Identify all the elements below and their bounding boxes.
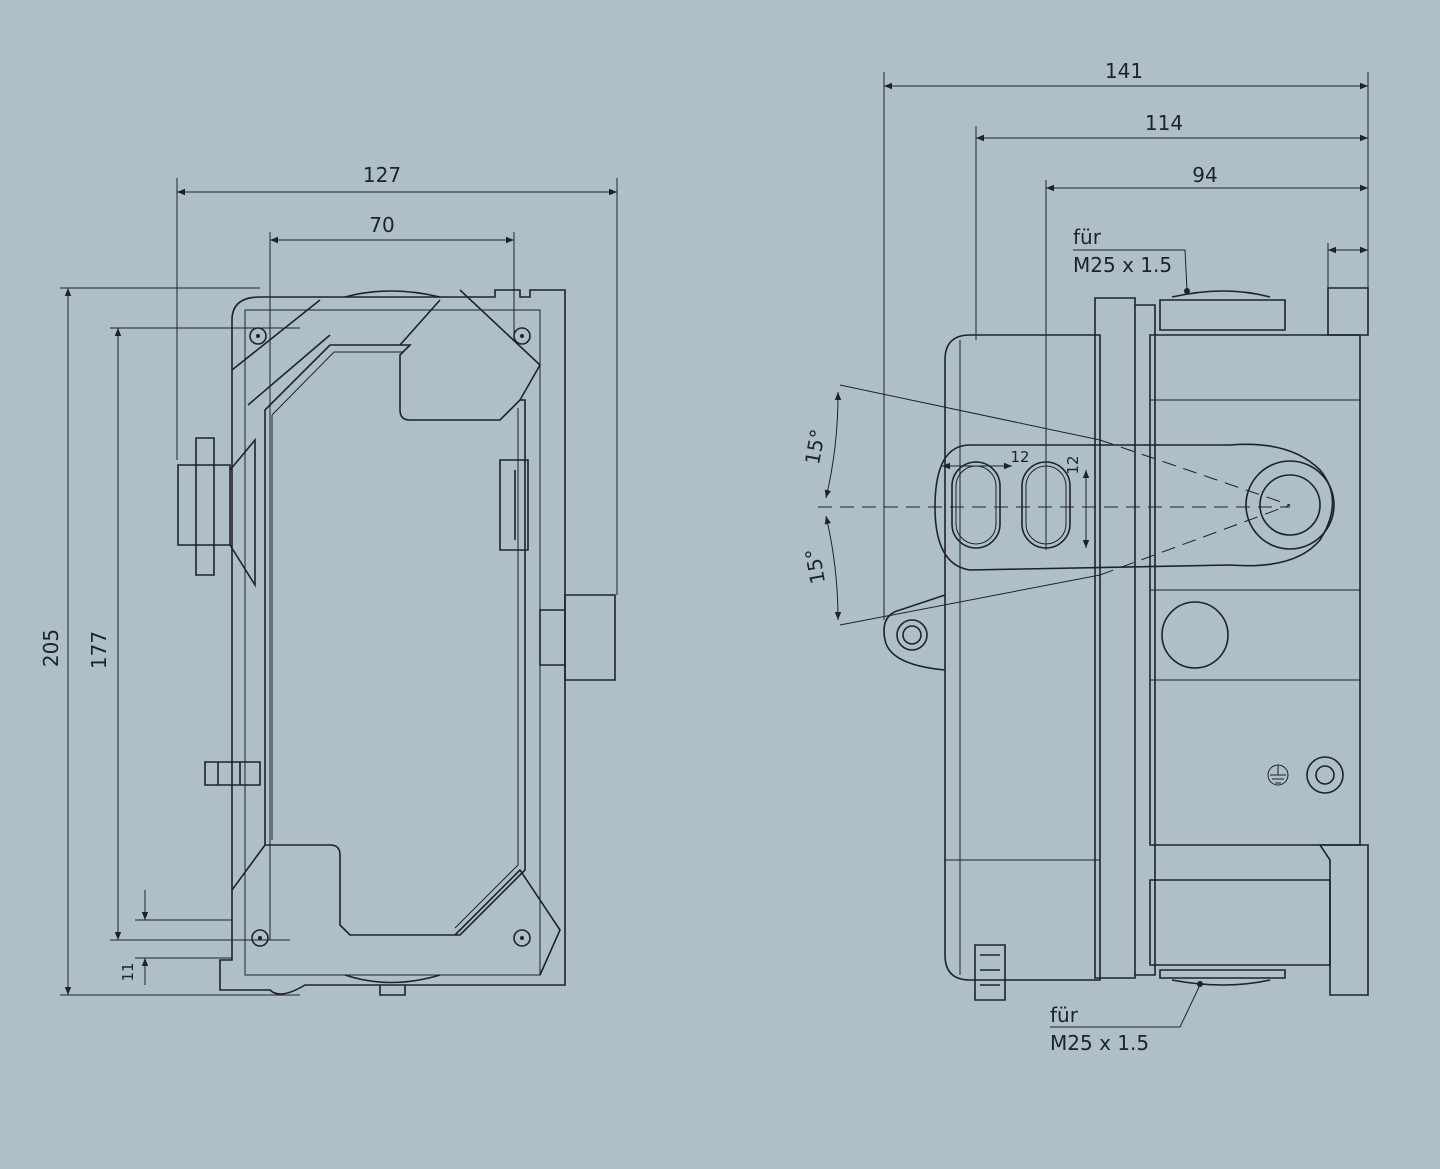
angle-down: 15° [800, 547, 830, 586]
dim-205: 205 [39, 629, 63, 667]
housing-outline [219, 289, 566, 995]
dim-114: 114 [1145, 111, 1183, 135]
knockout [1161, 601, 1229, 669]
front-view: 127 70 205 177 11 [39, 163, 618, 996]
dim-127: 127 [363, 163, 401, 187]
callout-top-line1: für [1073, 225, 1102, 249]
earth-icon [1267, 764, 1289, 786]
lever-arm [934, 443, 1334, 571]
top-lug [1327, 287, 1369, 336]
side-view: 15° 15° 12 12 141 114 94 für M25 x 1.5 f… [800, 59, 1369, 1055]
flange [1094, 297, 1156, 979]
bottom-lug [1318, 844, 1369, 996]
right-stub [539, 594, 616, 681]
dim-slot-height: 12 [1064, 455, 1082, 474]
mounting-ear [883, 594, 946, 671]
bottom-gland [344, 974, 441, 996]
dim-177: 177 [87, 631, 111, 669]
dim-70: 70 [369, 213, 394, 237]
callout-top-line2: M25 x 1.5 [1073, 253, 1172, 277]
screw-boss-top-right [513, 327, 531, 345]
lever-pivot [1245, 460, 1335, 550]
slot-1 [951, 461, 1001, 549]
cover-body [944, 334, 1101, 981]
top-gland-side [1159, 290, 1286, 331]
inner-cavity [264, 344, 526, 936]
angle-up: 15° [800, 427, 830, 466]
earth-nut [1306, 756, 1344, 794]
bottom-gland-side [1149, 879, 1331, 986]
dim-slot-width: 12 [1010, 448, 1029, 466]
top-gland [344, 290, 441, 298]
callout-bottom-line1: für [1050, 1003, 1079, 1027]
dim-94: 94 [1192, 163, 1217, 187]
screw-boss-top-left [249, 327, 267, 345]
dim-141: 141 [1105, 59, 1143, 83]
screw-boss-bottom-right [513, 929, 531, 947]
screw-boss-bottom-left [251, 929, 269, 947]
left-actuator [177, 437, 256, 588]
dim-11: 11 [119, 962, 137, 981]
callout-bottom-line2: M25 x 1.5 [1050, 1031, 1149, 1055]
